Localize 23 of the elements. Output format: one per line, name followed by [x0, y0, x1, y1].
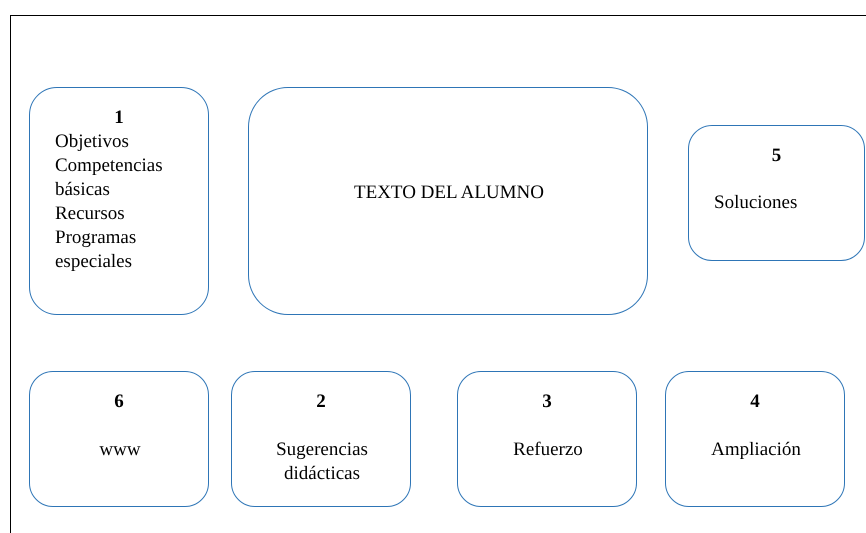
section-item: Soluciones — [714, 191, 798, 215]
section-number: 5 — [770, 144, 782, 168]
section-label: Ampliación — [710, 438, 802, 462]
section-item: Competencias básicas — [55, 154, 164, 202]
section-number: 6 — [113, 390, 125, 414]
section-box — [665, 371, 845, 507]
section-box — [688, 125, 865, 261]
main-text-box — [248, 87, 648, 315]
section-item: Objetivos — [55, 130, 130, 154]
section-number: 3 — [541, 390, 553, 414]
section-number: 1 — [113, 106, 125, 130]
section-number: 2 — [315, 390, 327, 414]
section-box — [29, 371, 209, 507]
section-number: 4 — [749, 390, 761, 414]
box-title: TEXTO DEL ALUMNO — [353, 181, 545, 205]
section-box — [457, 371, 637, 507]
section-box — [29, 87, 209, 315]
section-label: Sugerencias didácticas — [275, 438, 369, 486]
section-label: Refuerzo — [512, 438, 584, 462]
section-box — [231, 371, 411, 507]
section-label: www — [98, 438, 142, 462]
section-item: Programas especiales — [55, 226, 138, 274]
section-item: Recursos — [55, 202, 126, 226]
